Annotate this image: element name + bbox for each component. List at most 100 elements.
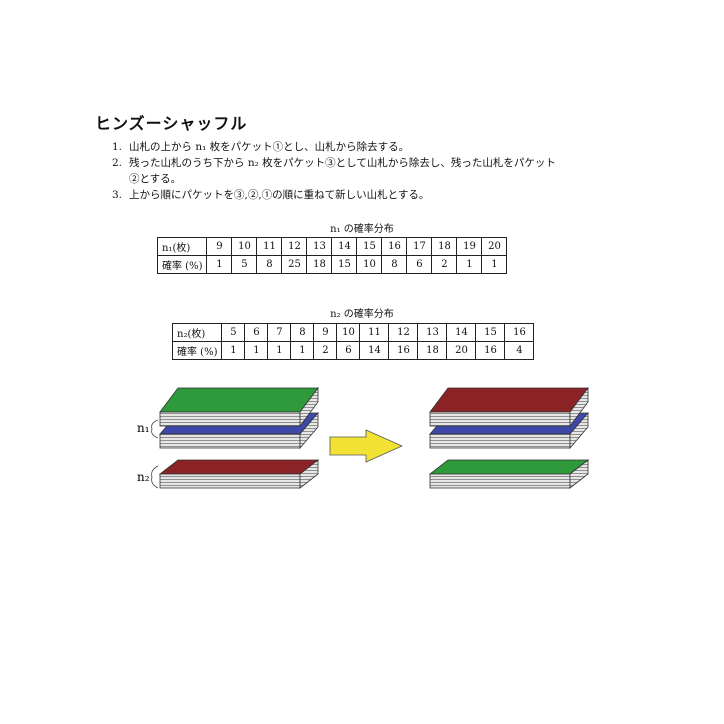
table2-caption: n₂ の確率分布 [330, 309, 394, 320]
table-cell: 13 [417, 323, 448, 342]
table-cell: 1 [267, 341, 292, 360]
table-cell: 12 [388, 323, 419, 342]
table-cell: 16 [388, 341, 419, 360]
page-title: ヒンズーシャッフル [95, 114, 248, 133]
table-row: n₂(枚) 5 6 7 8 9 10 11 12 13 14 15 16 [171, 323, 535, 342]
packet-front [159, 473, 301, 489]
table-cell: 12 [281, 237, 308, 256]
n2-brace: n₂ [137, 465, 159, 489]
table-cell: 4 [504, 341, 535, 360]
packet-front [429, 411, 571, 427]
table-cell: 20 [481, 237, 508, 256]
arrow-icon [329, 429, 403, 463]
table-cell: 2 [313, 341, 338, 360]
table-cell: 1 [481, 255, 508, 274]
n2-distribution-table: n₂(枚) 5 6 7 8 9 10 11 12 13 14 15 16 確率 … [171, 323, 535, 360]
step-3: 3. 上から順にパケットを③,②,①の順に重ねて新しい山札とする。 [112, 187, 556, 203]
table-cell: 1 [206, 255, 233, 274]
table-cell: 19 [456, 237, 483, 256]
n1-distribution-table: n₁(枚) 9 10 11 12 13 14 15 16 17 18 19 20… [156, 237, 508, 274]
table-cell: 1 [244, 341, 269, 360]
step-text-continued: ②とする。 [129, 173, 182, 185]
table-row: n₁(枚) 9 10 11 12 13 14 15 16 17 18 19 20 [156, 237, 508, 256]
table-cell: 10 [336, 323, 361, 342]
table-cell: 18 [306, 255, 333, 274]
table-cell: 8 [256, 255, 283, 274]
packet-3-red [429, 386, 589, 428]
packet-side [299, 459, 319, 489]
row-header: 確率 (%) [156, 255, 208, 274]
n2-label: n₂ [137, 470, 150, 484]
table-cell: 14 [331, 237, 358, 256]
table-cell: 16 [381, 237, 408, 256]
n1-label: n₁ [137, 421, 150, 435]
table-cell: 15 [331, 255, 358, 274]
table-cell: 10 [356, 255, 383, 274]
step-1: 1. 山札の上から n₁ 枚をパケット①とし、山札から除去する。 [112, 139, 556, 155]
step-2: 2. 残った山札のうち下から n₂ 枚をパケット③として山札から除去し、残った山… [112, 155, 556, 187]
table-row: 確率 (%) 1 5 8 25 18 15 10 8 6 2 1 1 [156, 255, 508, 274]
packet-side [299, 386, 319, 428]
table-cell: 11 [256, 237, 283, 256]
packet-top [159, 387, 319, 413]
step-text: 残った山札のうち下から n₂ 枚をパケット③として山札から除去し、残った山札をパ… [129, 157, 556, 169]
n1-brace: n₁ [137, 419, 159, 439]
table-row: 確率 (%) 1 1 1 1 2 6 14 16 18 20 16 4 [171, 341, 535, 360]
packet-side [569, 386, 589, 428]
step-text: 山札の上から n₁ 枚をパケット①とし、山札から除去する。 [129, 141, 410, 153]
packet-3-red [158, 459, 320, 489]
table-cell: 18 [431, 237, 458, 256]
table-cell: 15 [475, 323, 506, 342]
packet-side [569, 459, 589, 489]
packet-side [299, 411, 319, 450]
table-cell: 1 [456, 255, 483, 274]
table-cell: 8 [290, 323, 315, 342]
table-cell: 15 [356, 237, 383, 256]
packet-side [569, 411, 589, 450]
packet-top [158, 459, 320, 475]
table-cell: 5 [221, 323, 246, 342]
packet-front [429, 433, 571, 449]
table-cell: 2 [431, 255, 458, 274]
table-cell: 1 [290, 341, 315, 360]
packet-front [429, 473, 571, 489]
table-cell: 10 [231, 237, 258, 256]
table-cell: 16 [475, 341, 506, 360]
table-cell: 6 [244, 323, 269, 342]
packet-top [429, 387, 589, 413]
table-cell: 14 [446, 323, 477, 342]
right-card-stack [428, 386, 590, 489]
step-number: 2. [112, 157, 123, 169]
shuffle-diagram: n₁ n₂ [137, 386, 590, 489]
table-cell: 18 [417, 341, 448, 360]
step-number: 3. [112, 189, 123, 201]
packet-top [428, 459, 590, 475]
table-cell: 13 [306, 237, 333, 256]
packet-1-green [428, 459, 590, 489]
packet-front [159, 433, 301, 449]
step-text: 上から順にパケットを③,②,①の順に重ねて新しい山札とする。 [129, 189, 430, 201]
table-cell: 14 [359, 341, 390, 360]
table-cell: 7 [267, 323, 292, 342]
table-cell: 16 [504, 323, 535, 342]
packet-front [159, 411, 301, 427]
row-header: n₂(枚) [171, 323, 223, 342]
packet-1-green [159, 386, 319, 428]
table-cell: 9 [206, 237, 233, 256]
table-cell: 20 [446, 341, 477, 360]
table-cell: 25 [281, 255, 308, 274]
table-cell: 1 [221, 341, 246, 360]
row-header: n₁(枚) [156, 237, 208, 256]
table-cell: 9 [313, 323, 338, 342]
step-list: 1. 山札の上から n₁ 枚をパケット①とし、山札から除去する。 2. 残った山… [112, 139, 556, 203]
step-number: 1. [112, 141, 123, 153]
row-header: 確率 (%) [171, 341, 223, 360]
table-cell: 5 [231, 255, 258, 274]
table-cell: 6 [336, 341, 361, 360]
table1-caption: n₁ の確率分布 [330, 224, 394, 235]
table-cell: 11 [359, 323, 390, 342]
table-cell: 6 [406, 255, 433, 274]
table-cell: 8 [381, 255, 408, 274]
table-cell: 17 [406, 237, 433, 256]
left-card-stack [158, 386, 320, 489]
